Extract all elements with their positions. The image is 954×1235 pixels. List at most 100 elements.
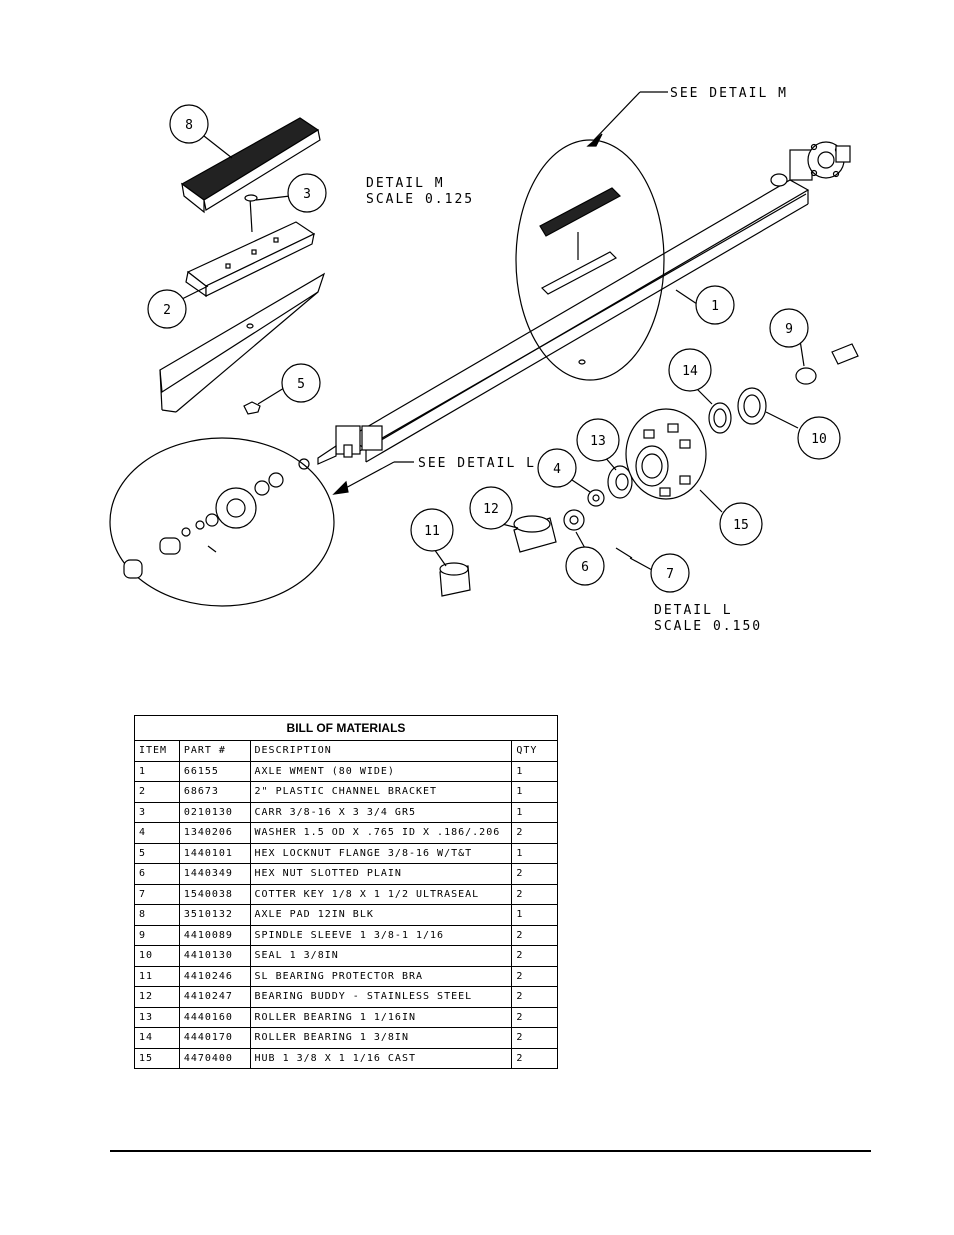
bom-cell-description: SL BEARING PROTECTOR BRA	[249, 965, 513, 987]
bom-cell-part-number: 4440170	[178, 1027, 251, 1049]
footer-rule	[110, 1150, 871, 1152]
bill-of-materials-table: BILL OF MATERIALS ITEM PART # DESCRIPTIO…	[134, 715, 558, 1069]
svg-text:5: 5	[297, 377, 305, 392]
svg-text:13: 13	[590, 434, 606, 449]
bom-cell-part-number: 4410246	[178, 965, 251, 987]
svg-text:11: 11	[424, 524, 440, 539]
bom-cell-qty: 2	[511, 965, 558, 987]
bom-cell-description: CARR 3/8-16 X 3 3/4 GR5	[249, 801, 513, 823]
bom-cell-description: HUB 1 3/8 X 1 1/16 CAST	[249, 1047, 513, 1069]
callout-8: 8	[169, 104, 209, 144]
bom-cell-part-number: 1340206	[178, 822, 251, 844]
callout-4: 4	[537, 448, 577, 488]
callout-14: 14	[668, 348, 712, 392]
bom-cell-item: 9	[134, 924, 180, 946]
bom-cell-qty: 2	[511, 986, 558, 1008]
bom-cell-item: 3	[134, 801, 180, 823]
bom-cell-item: 1	[134, 760, 180, 782]
detail-l-title: DETAIL L	[654, 603, 733, 618]
callout-3: 3	[287, 173, 327, 213]
drawing-annotations: SEE DETAIL M DETAIL M SCALE 0.125 SEE DE…	[366, 86, 788, 634]
bom-title: BILL OF MATERIALS	[134, 715, 558, 741]
callout-1: 1	[695, 285, 735, 325]
bom-cell-description: SPINDLE SLEEVE 1 3/8-1 1/16	[249, 924, 513, 946]
bom-cell-description: AXLE WMENT (80 WIDE)	[249, 760, 513, 782]
svg-text:9: 9	[785, 322, 793, 337]
bom-cell-description: ROLLER BEARING 1 3/8IN	[249, 1027, 513, 1049]
callout-2: 2	[147, 289, 187, 329]
callout-10: 10	[797, 416, 841, 460]
bom-cell-part-number: 4410247	[178, 986, 251, 1008]
bom-header-description: DESCRIPTION	[249, 740, 513, 762]
svg-text:7: 7	[666, 567, 674, 582]
detail-m-title: DETAIL M	[366, 176, 445, 191]
bom-cell-item: 15	[134, 1047, 180, 1069]
bom-cell-description: AXLE PAD 12IN BLK	[249, 904, 513, 926]
callout-bubbles: 1 2 3 4 5 6 7 8 9 10 11 12 13 14 15	[147, 104, 841, 593]
svg-text:2: 2	[163, 303, 171, 318]
bom-cell-qty: 2	[511, 883, 558, 905]
bom-cell-part-number: 68673	[178, 781, 251, 803]
axle-tube	[317, 141, 851, 465]
bom-cell-qty: 1	[511, 801, 558, 823]
bom-cell-qty: 2	[511, 822, 558, 844]
bom-cell-item: 14	[134, 1027, 180, 1049]
bom-cell-description: SEAL 1 3/8IN	[249, 945, 513, 967]
bom-cell-part-number: 1540038	[178, 883, 251, 905]
svg-text:4: 4	[553, 462, 561, 477]
detail-l-ellipse	[109, 437, 335, 607]
bom-header-row: ITEM PART # DESCRIPTION QTY	[134, 740, 558, 762]
bom-cell-part-number: 4440160	[178, 1006, 251, 1028]
bom-cell-part-number: 3510132	[178, 904, 251, 926]
bom-header-part: PART #	[178, 740, 251, 762]
bom-cell-item: 5	[134, 842, 180, 864]
bom-cell-description: COTTER KEY 1/8 X 1 1/2 ULTRASEAL	[249, 883, 513, 905]
detail-m-scale: SCALE 0.125	[366, 192, 474, 207]
bom-cell-item: 10	[134, 945, 180, 967]
bom-cell-qty: 1	[511, 781, 558, 803]
see-detail-l-label: SEE DETAIL L	[418, 456, 536, 471]
bom-cell-qty: 2	[511, 924, 558, 946]
bom-cell-description: HEX NUT SLOTTED PLAIN	[249, 863, 513, 885]
bom-cell-part-number: 0210130	[178, 801, 251, 823]
bom-cell-part-number: 1440101	[178, 842, 251, 864]
bom-cell-part-number: 4470400	[178, 1047, 251, 1069]
bom-cell-item: 2	[134, 781, 180, 803]
bom-cell-item: 13	[134, 1006, 180, 1028]
svg-text:6: 6	[581, 560, 589, 575]
see-detail-m-label: SEE DETAIL M	[670, 86, 788, 101]
callout-13: 13	[576, 418, 620, 462]
bom-cell-qty: 2	[511, 863, 558, 885]
bom-cell-description: WASHER 1.5 OD X .765 ID X .186/.206	[249, 822, 513, 844]
bom-cell-item: 7	[134, 883, 180, 905]
svg-text:15: 15	[733, 518, 749, 533]
callout-11: 11	[410, 508, 454, 552]
callout-15: 15	[719, 502, 763, 546]
bom-cell-qty: 2	[511, 945, 558, 967]
svg-text:12: 12	[483, 502, 499, 517]
bom-cell-description: BEARING BUDDY - STAINLESS STEEL	[249, 986, 513, 1008]
callout-5: 5	[281, 363, 321, 403]
detail-l-scale: SCALE 0.150	[654, 619, 762, 634]
detail-m-exploded-parts	[159, 117, 326, 415]
callout-7: 7	[650, 553, 690, 593]
bom-cell-item: 4	[134, 822, 180, 844]
svg-text:8: 8	[185, 118, 193, 133]
bom-cell-part-number: 1440349	[178, 863, 251, 885]
bom-cell-part-number: 66155	[178, 760, 251, 782]
bom-cell-qty: 2	[511, 1027, 558, 1049]
svg-text:14: 14	[682, 364, 698, 379]
bom-cell-qty: 2	[511, 1006, 558, 1028]
